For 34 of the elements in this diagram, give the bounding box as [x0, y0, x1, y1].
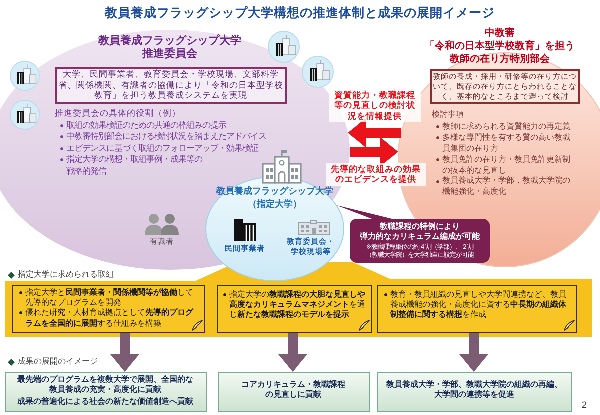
body-text: 成果の普遍化による社会の新たな価値創造へ貢献 [18, 396, 194, 407]
result-box [218, 372, 370, 412]
heading: 教員養成フラッグシップ大学（指定大学） [215, 185, 334, 210]
body-text: 教員養成大学・学部、教職大学院の組織の再編、大学間の連携等を促進 [386, 380, 564, 400]
arrow [278, 333, 308, 372]
heading: 中教審 [485, 27, 515, 40]
list-item: 優れた研究・人材育成拠点として先導的プログラムを全国的に展開する仕組みを構築 [16, 308, 197, 329]
highlight-band [5, 262, 592, 337]
heading: 教員養成フラッグシップ大学推進委員会 [97, 35, 242, 62]
page-number: 2 [582, 400, 588, 411]
callout-text: 弾力的なカリキュラム編成が可能 [360, 232, 480, 242]
arrow [110, 333, 140, 372]
title: 教員養成フラッグシップ大学構想の推進体制と成果の展開イメージ [105, 6, 495, 21]
edge-label: 資質能力・教職課程等の見直しの検討状況を情報提供 [329, 89, 421, 122]
note-box [12, 285, 205, 333]
heading: 「令和の日本型学校教育」を担う教師の在り方特別部会 [424, 40, 576, 66]
result-box [377, 372, 572, 412]
callout-tail [336, 205, 392, 219]
subheading: 検討事項 [432, 110, 464, 120]
note-box [377, 285, 577, 333]
edge-label: 先導的な取組みの効果のエビデンスを提供 [326, 163, 426, 186]
arrow [459, 333, 489, 372]
result-box [5, 372, 207, 412]
body-text: コアカリキュラム・教職課程の見直しに貢献 [240, 380, 346, 400]
note-box [217, 285, 372, 333]
body-text: 大学、民間事業者、教育委員会・学校現場、文部科学省、関係機関、有識者の協働により「令和の日本型学校教育」を担う教員養成システムを実現 [58, 69, 284, 102]
body-text: 最先端のプログラムを複数大学で展開、全国的な教員養成の充実・高度化に貢献 [16, 374, 194, 396]
list-item: 中教審特別部会における検討状況を踏まえたアドバイス [58, 131, 267, 143]
list-item: エビデンスに基づく取組のフォローアップ・効果検証 [58, 142, 259, 154]
list-item: 指定大学の構想・取組事例・成果等の戦略的発信 [58, 154, 203, 178]
callout-text: 教職課程の特例により [380, 222, 460, 232]
list-item: 教師に求められる資質能力の再定義 [434, 122, 570, 133]
subheading: 推進委員会の具体的役割（例） [55, 108, 181, 118]
list-item: 取組の効果検証のための共通の枠組みの提示 [58, 120, 227, 132]
